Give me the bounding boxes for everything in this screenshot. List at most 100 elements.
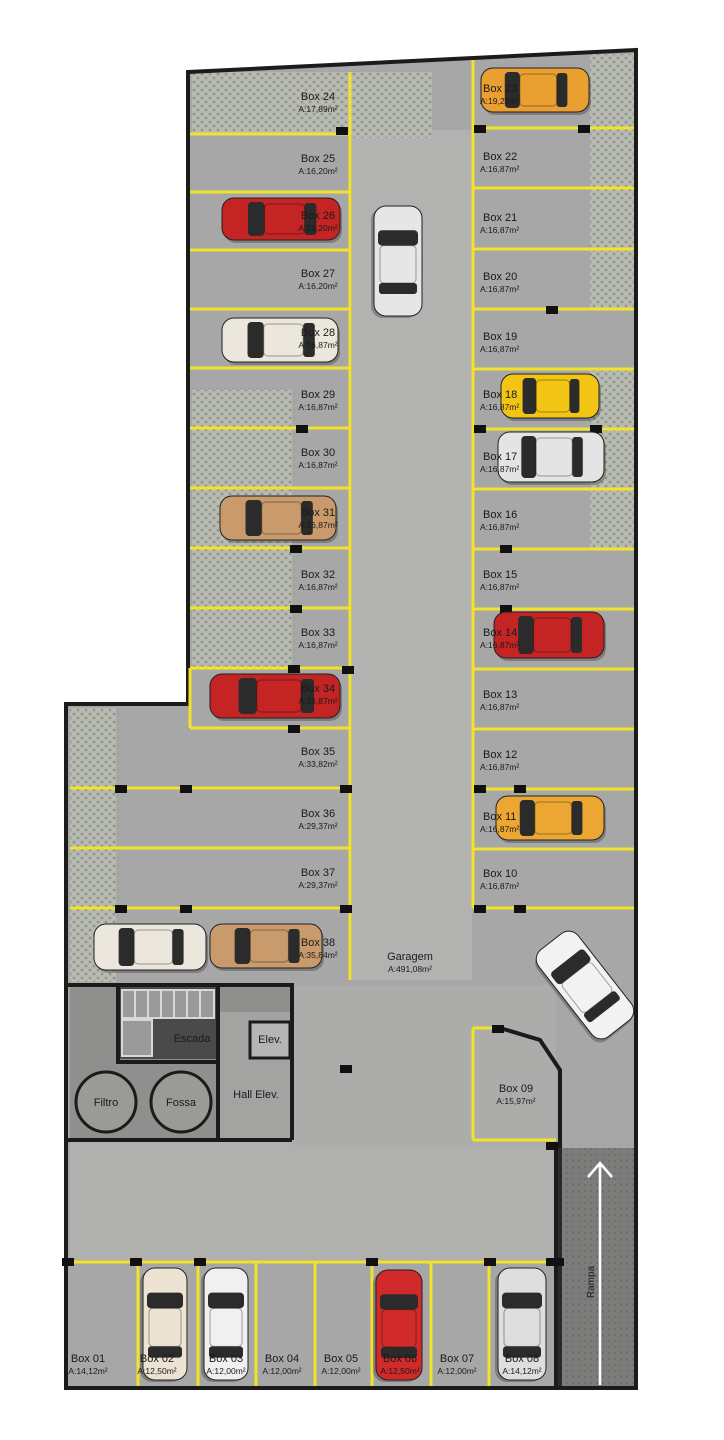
box-09-area: A:15,97m² <box>496 1096 535 1106</box>
car-rear-window <box>583 991 620 1023</box>
box-21-label-group: Box 21A:16,87m² <box>480 212 519 235</box>
column-17 <box>590 425 602 433</box>
car-box-38 <box>209 923 324 971</box>
box-30-label-group: Box 30A:16,87m² <box>298 447 337 470</box>
box-13-label-group: Box 13A:16,87m² <box>480 689 519 712</box>
box-33-area: A:16,87m² <box>298 640 337 650</box>
box-12-area: A:16,87m² <box>480 762 519 772</box>
mid-aisle <box>292 985 556 1145</box>
box-12-name: Box 12 <box>483 749 517 761</box>
car-rear-window <box>503 1346 541 1358</box>
car-windshield <box>378 230 418 246</box>
car-windshield <box>234 928 251 964</box>
car-roof <box>249 929 289 963</box>
grass-top-mid <box>352 72 432 138</box>
column-26 <box>546 1142 558 1150</box>
box-01-label-group: Box 01A:14,12m² <box>68 1353 107 1376</box>
box-01-name: Box 01 <box>71 1353 105 1365</box>
box-37-name: Box 37 <box>301 867 335 879</box>
box-17-label-group: Box 17A:16,87m² <box>480 451 519 474</box>
box-26-area: A:16,20m² <box>298 223 337 233</box>
box-23-label-group: Box 23A:19,27m² <box>480 83 519 106</box>
car-roof <box>256 679 302 713</box>
box-30-area: A:16,87m² <box>298 460 337 470</box>
box-33-label-group: Box 33A:16,87m² <box>298 627 337 650</box>
box-13-area: A:16,87m² <box>480 702 519 712</box>
grass-areas <box>70 54 634 982</box>
column-20 <box>474 785 486 793</box>
box-38-label-group: Box 38A:35,84m² <box>298 937 337 960</box>
box-23-name: Box 23 <box>483 83 517 95</box>
car-box-14 <box>493 611 606 661</box>
box-06-name: Box 06 <box>383 1353 417 1365</box>
box-31-label-group: Box 31A:16,87m² <box>298 507 337 530</box>
car-roof <box>133 929 173 965</box>
car-windshield <box>519 800 535 836</box>
car-box-31 <box>219 495 338 543</box>
car-windshield <box>502 1292 542 1309</box>
box-20-name: Box 20 <box>483 271 517 283</box>
box-29-name: Box 29 <box>301 389 335 401</box>
car-roof <box>533 617 572 653</box>
box-07-label-group: Box 07A:12,00m² <box>437 1353 476 1376</box>
elev-label: Elev. <box>258 1034 282 1046</box>
box-04-area: A:12,00m² <box>262 1366 301 1376</box>
garagem-area: A:491,08m² <box>388 964 432 974</box>
box-02-area: A:12,50m² <box>137 1366 176 1376</box>
car-box-08 <box>495 1267 547 1382</box>
ramp-arrow <box>587 1161 613 1385</box>
car-box-28 <box>221 317 340 365</box>
car-roof <box>503 1307 541 1347</box>
box-32-label-group: Box 32A:16,87m² <box>298 569 337 592</box>
column-9 <box>340 785 352 793</box>
car-windshield <box>551 949 591 985</box>
box-11-name: Box 11 <box>483 811 516 823</box>
column-14 <box>578 125 590 133</box>
box-36-label-group: Box 36A:29,37m² <box>298 808 337 831</box>
column-22 <box>474 905 486 913</box>
box-08-name: Box 08 <box>505 1353 539 1365</box>
car-rear-window <box>572 437 583 477</box>
car-box-11 <box>495 795 606 843</box>
box-18-label-group: Box 18A:16,87m² <box>480 389 519 412</box>
column-24 <box>340 1065 352 1073</box>
box-19-label-group: Box 19A:16,87m² <box>480 331 519 354</box>
box-28-label-group: Box 28A:16,87m² <box>298 327 337 350</box>
service-wall <box>68 983 294 1140</box>
column-5 <box>288 665 300 673</box>
box-16-label-group: Box 16A:16,87m² <box>480 509 519 532</box>
car-rear-window <box>571 801 583 835</box>
car-roof <box>261 501 302 535</box>
column-19 <box>500 605 512 613</box>
column-12 <box>340 905 352 913</box>
car-rear-window <box>571 617 582 653</box>
column-21 <box>514 785 526 793</box>
car-roof <box>519 73 558 107</box>
box-06-label-group: Box 06A:12,50m² <box>380 1353 419 1376</box>
box-38-name: Box 38 <box>301 937 335 949</box>
box-11-area: A:16,87m² <box>480 824 519 834</box>
car-rear-window <box>288 929 300 963</box>
box-19-name: Box 19 <box>483 331 517 343</box>
car-rear-window <box>301 679 314 713</box>
box-01-area: A:14,12m² <box>68 1366 107 1376</box>
box-32-name: Box 32 <box>301 569 335 581</box>
grass-top-right <box>590 54 634 128</box>
box-07-area: A:12,00m² <box>437 1366 476 1376</box>
column-16 <box>474 425 486 433</box>
box-33-name: Box 33 <box>301 627 335 639</box>
column-29 <box>194 1258 206 1266</box>
box-25-label-group: Box 25A:16,20m² <box>298 153 337 176</box>
box-32-area: A:16,87m² <box>298 582 337 592</box>
car-rear-window <box>301 501 313 535</box>
column-28 <box>130 1258 142 1266</box>
car-rear-window <box>556 73 568 107</box>
car-rear-window <box>379 283 417 294</box>
hall-elev-label: Hall Elev. <box>233 1089 279 1101</box>
box-02-name: Box 02 <box>140 1353 174 1365</box>
box-20-label-group: Box 20A:16,87m² <box>480 271 519 294</box>
car-roof <box>535 379 571 413</box>
box-10-area: A:16,87m² <box>480 881 519 891</box>
box-22-name: Box 22 <box>483 151 517 163</box>
